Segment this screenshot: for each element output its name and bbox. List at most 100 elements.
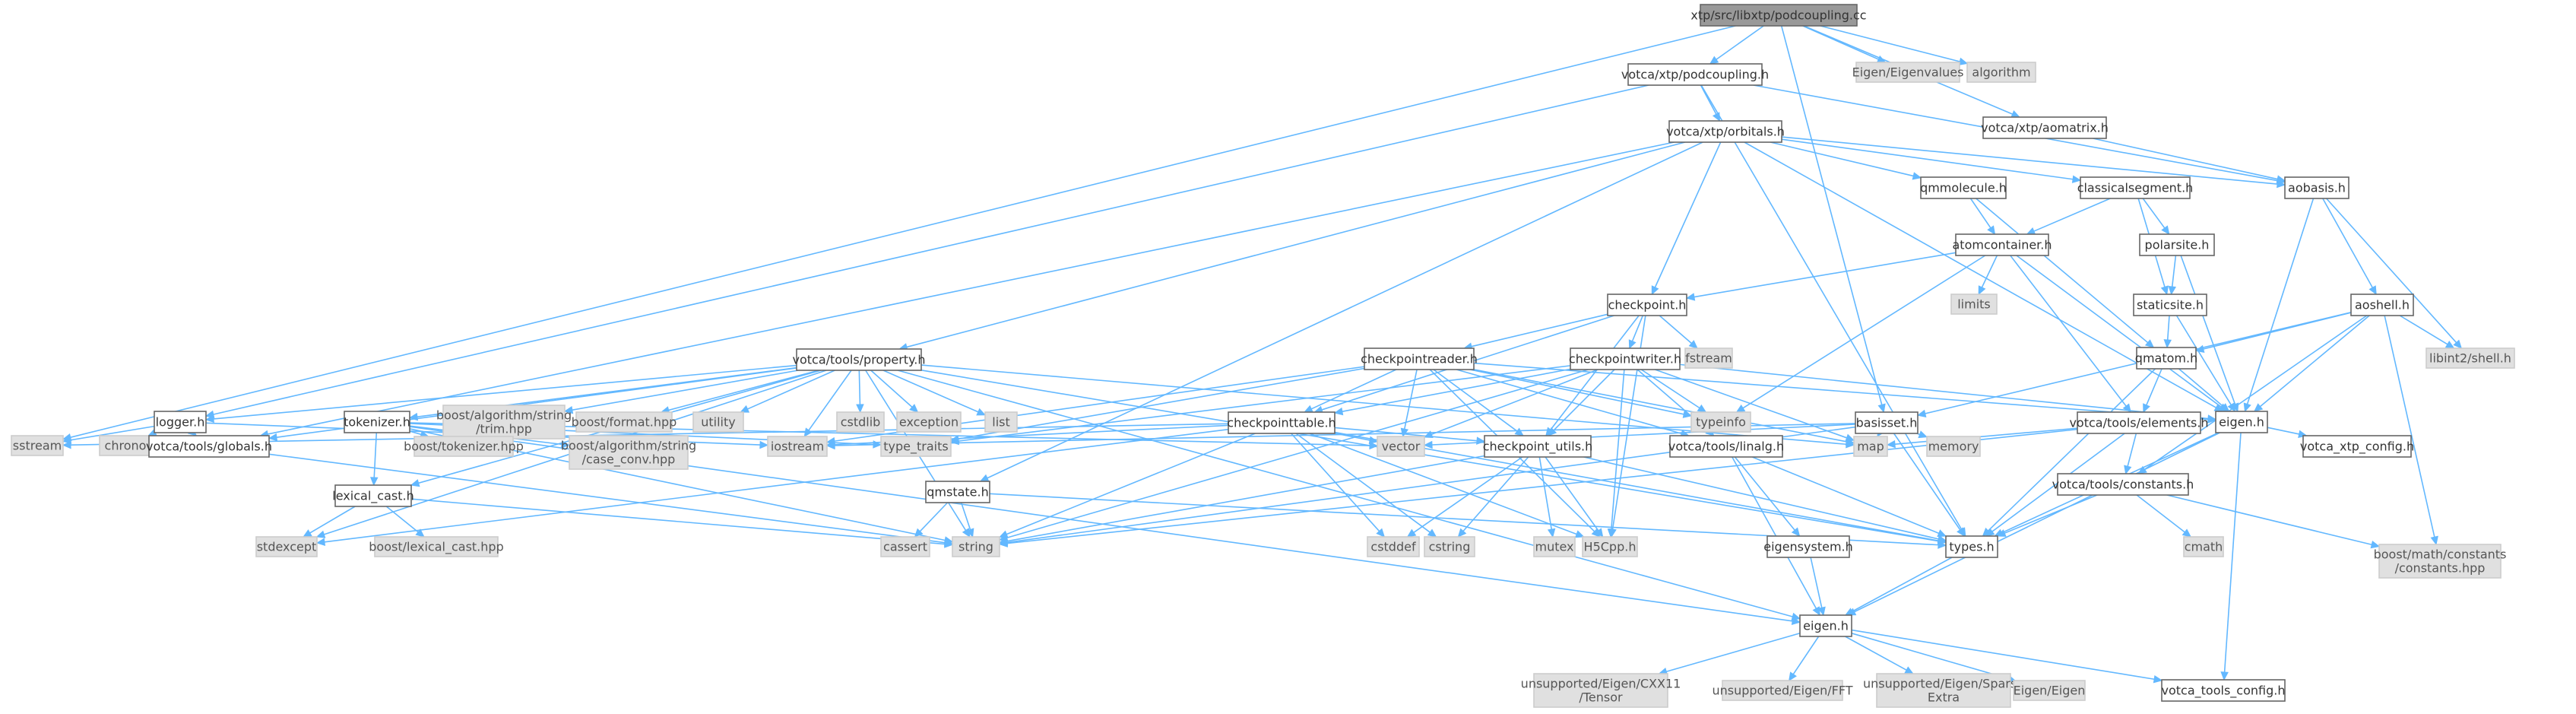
edge-aoshell_h-to-eigen_h1 [2253,315,2370,412]
node-votca-tools-property-h[interactable]: votca/tools/property.h [793,348,926,371]
node-label: qmstate.h [927,485,989,500]
node-label: boost/lexical_cast.hpp [369,540,503,555]
node-label: votca/tools/constants.h [2052,478,2194,492]
edge-property_h-to-boost_trim [563,370,799,414]
edge-aoshell_h-to-libint2_shell [2399,315,2455,349]
edge-aobasis_h-to-aoshell_h [2322,198,2377,296]
node-eigensystem-h[interactable]: eigensystem.h [1763,535,1853,558]
node-label: votca/tools/globals.h [146,440,272,454]
edge-checkpoint_h-to-checkpointwriter_h [1628,315,1644,350]
node-votca-tools-config-h[interactable]: votca_tools_config.h [2161,679,2286,702]
edge-checkpointwriter_h-to-checkpoint_utils_h [1548,369,1615,436]
node-basisset-h[interactable]: basisset.h [1855,411,1919,434]
node-aobasis-h[interactable]: aobasis.h [2284,176,2349,199]
edge-logger_h-to-sstream [62,425,155,444]
node-votca-xtp-podcoupling-h[interactable]: votca/xtp/podcoupling.h [1621,63,1769,86]
node-label: libint2/shell.h [2429,351,2511,366]
node-aoshell-h[interactable]: aoshell.h [2350,294,2414,316]
node-cstring: cstring [1424,536,1475,557]
node-chrono: chrono [99,435,152,456]
node-label: type_traits [883,440,948,455]
node-label: cassert [883,540,927,554]
node-votca-tools-elements-h[interactable]: votca/tools/elements.h [2069,411,2209,434]
node-qmstate-h[interactable]: qmstate.h [925,481,990,503]
node-label: boost/algorithm/string [561,439,696,453]
node-label: limits [1957,297,1991,312]
edge-qmatom_h-to-eigen_h1 [2178,368,2230,412]
node-xtp-src-libxtp-podcoupling-cc[interactable]: xtp/src/libxtp/podcoupling.cc [1690,4,1867,27]
node-label: eigensystem.h [1763,540,1853,554]
node-label: aoshell.h [2355,298,2410,313]
edge-polarsite_h-to-eigen_h1 [2180,255,2239,413]
node-label: checkpoint_utils.h [1483,440,1593,455]
edge-orbitals_h-to-property_h [898,141,1686,351]
edge-atomcontainer_h-to-eigen_h1 [2016,255,2229,412]
node-label: checkpoint.h [1608,298,1687,313]
node-classicalsegment-h[interactable]: classicalsegment.h [2077,176,2194,199]
edge-elements_h-to-map [1886,427,2078,449]
node-label: list [992,415,1010,430]
node-cmath: cmath [2183,536,2224,557]
node-votca-xtp-config-h[interactable]: votca_xtp_config.h [2300,435,2414,458]
node-label: cmath [2185,540,2223,554]
edge-checkpointwriter_h-to-typeinfo [1640,369,1707,413]
node-lexical-cast-h[interactable]: lexical_cast.h [332,484,414,507]
node-type-traits: type_traits [880,436,952,457]
node-eigen-eigen: Eigen/Eigen [2013,680,2086,701]
node-staticsite-h[interactable]: staticsite.h [2133,294,2207,316]
node-votca-tools-globals-h[interactable]: votca/tools/globals.h [146,435,272,458]
node-votca-xtp-aomatrix-h[interactable]: votca/xtp/aomatrix.h [1981,116,2109,139]
node-checkpointtable-h[interactable]: checkpointtable.h [1227,411,1336,434]
node-checkpointreader-h[interactable]: checkpointreader.h [1361,347,1478,370]
node-label: H5Cpp.h [1584,540,1637,554]
edge-types_h-to-eigen_h2 [1844,557,1953,616]
node-eigen-h[interactable]: eigen.h [1799,614,1852,637]
node-tokenizer-h[interactable]: tokenizer.h [344,411,410,433]
edge-checkpointwriter_h-to-h5cpp [1607,369,1625,538]
node-votca-xtp-orbitals-h[interactable]: votca/xtp/orbitals.h [1666,120,1785,143]
node-qmmolecule-h[interactable]: qmmolecule.h [1920,176,2007,199]
edge-tokenizer_h-to-lexical_cast_h [369,432,379,487]
edge-eigen_h1-to-tools_config_h [2220,432,2242,681]
edge-constants_h-to-cmath [2136,494,2192,538]
node-types-h[interactable]: types.h [1945,535,1998,558]
node-exception: exception [896,411,962,433]
node-label: cstring [1429,540,1471,554]
node-label: utility [701,415,736,430]
edge-checkpointtable_h-to-string [998,433,1256,538]
node-label: boost/algorithm/string [436,408,572,423]
node-string: string [952,536,1000,557]
edge-orbitals_h-to-aobasis_h [1781,136,2286,189]
node-logger-h[interactable]: logger.h [154,411,207,433]
edge-eigen_h2-to-sparse_extra [1845,636,1914,674]
node-label: /constants.hpp [2395,561,2486,576]
edge-eigen_h1-to-eigen_h2 [1846,432,2220,616]
node-qmatom-h[interactable]: qmatom.h [2135,347,2197,370]
edge-staticsite_h-to-qmatom_h [2163,315,2172,349]
node-label: string [958,540,993,554]
node-libint2-shell-h: libint2/shell.h [2425,347,2515,369]
node-checkpointwriter-h[interactable]: checkpointwriter.h [1569,347,1681,370]
node-votca-tools-constants-h[interactable]: votca/tools/constants.h [2052,473,2194,496]
node-label: boost/math/constants [2374,547,2507,562]
edge-basisset_h-to-types_h [1893,433,1966,538]
edge-root-to-sstream [62,25,1736,442]
edge-eigensystem_h-to-eigen_h2 [1810,557,1826,617]
node-label: tokenizer.h [344,415,410,430]
node-polarsite-h[interactable]: polarsite.h [2139,233,2215,256]
node-label: eigen.h [1803,619,1849,633]
node-checkpoint-h[interactable]: checkpoint.h [1607,294,1687,316]
node-eigen-h[interactable]: eigen.h [2215,411,2268,433]
node-checkpoint-utils-h[interactable]: checkpoint_utils.h [1483,435,1593,458]
edge-constants_h-to-types_h [1996,494,2098,537]
node-atomcontainer-h[interactable]: atomcontainer.h [1952,233,2052,256]
node-label: aobasis.h [2288,181,2346,195]
node-label: types.h [1949,540,1994,554]
edge-eigen_h2-to-eigen_fft [1789,636,1820,682]
edge-orbitals_h-to-globals_h [259,141,1675,439]
node-votca-tools-linalg-h[interactable]: votca/tools/linalg.h [1668,435,1784,458]
node-label: algorithm [1972,65,2030,80]
edge-qmmolecule_h-to-qmatom_h [1976,198,2155,348]
edge-eigen_h2-to-tools_config_h [1851,629,2163,684]
